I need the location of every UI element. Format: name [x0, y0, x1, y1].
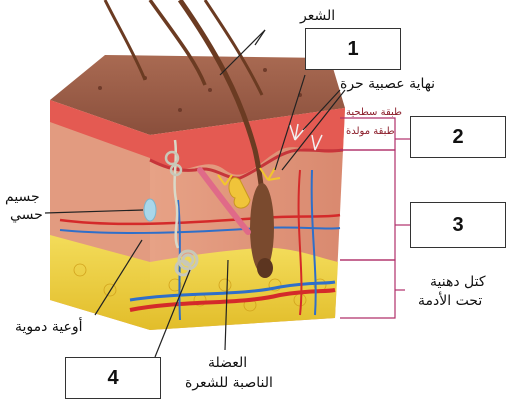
hair-bulb: [257, 258, 273, 278]
label-blood-vessels: أوعية دموية: [15, 320, 83, 334]
label-subdermal-fat-1: كتل دهنية: [430, 275, 486, 289]
label-arrector-muscle-1: العضلة: [208, 356, 247, 370]
label-arrector-muscle-2: الناصبة للشعرة: [185, 376, 273, 390]
answer-box-2: 2: [410, 116, 506, 158]
answer-box-3: 3: [410, 202, 506, 248]
label-sensory-corpuscle-2: حسي: [10, 208, 43, 222]
label-subdermal-fat-2: تحت الأدمة: [418, 294, 482, 308]
sensory-corpuscle: [144, 199, 156, 221]
label-sensory-corpuscle-1: جسيم: [5, 190, 40, 204]
label-free-nerve-ending: نهاية عصبية حرة: [340, 77, 435, 91]
answer-box-1: 1: [305, 28, 401, 70]
label-generative-layer: طبقة مولدة: [346, 127, 395, 137]
layer-brackets: [340, 118, 410, 318]
answer-box-4: 4: [65, 357, 161, 399]
label-hair: الشعر: [300, 9, 335, 23]
label-surface-layer: طبقة سطحية: [346, 108, 402, 118]
